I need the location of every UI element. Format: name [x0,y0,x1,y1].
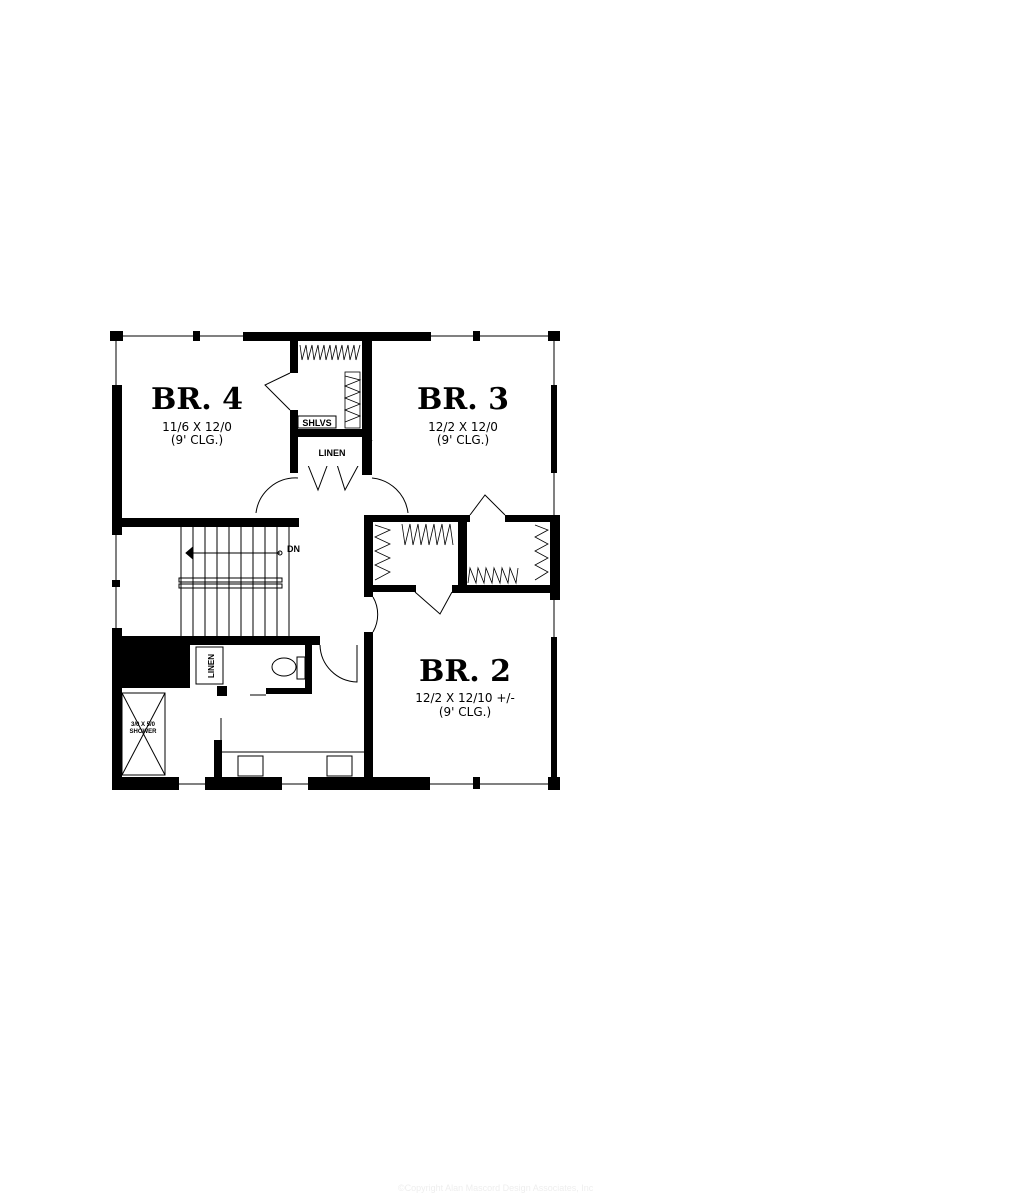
br3-name: BR. 3 [417,382,509,417]
br4-ceiling: (9' CLG.) [171,433,223,447]
linen-bath-label: LINEN [207,654,216,678]
doors [255,372,506,683]
bath-fixtures [121,646,364,777]
shower-size-label: 3/0 X 5/0 [131,722,156,728]
copyright-watermark: ©Copyright Alan Mascord Design Associate… [398,1183,594,1193]
walls [110,331,560,790]
linen-upper-label: LINEN [319,448,346,458]
shelves-label: SHLVS [302,418,331,428]
stairs [178,527,290,636]
br4-name: BR. 4 [151,382,243,417]
br2-size: 12/2 X 12/10 +/- [415,691,515,705]
br2-ceiling: (9' CLG.) [439,705,491,719]
br2-name: BR. 2 [419,654,511,689]
shower-label: SHOWER [130,729,158,735]
stair-direction-label: DN [287,544,300,554]
br4-size: 11/6 X 12/0 [162,420,232,434]
br3-ceiling: (9' CLG.) [437,433,489,447]
br3-size: 12/2 X 12/0 [428,420,498,434]
closet-rods [299,344,549,585]
